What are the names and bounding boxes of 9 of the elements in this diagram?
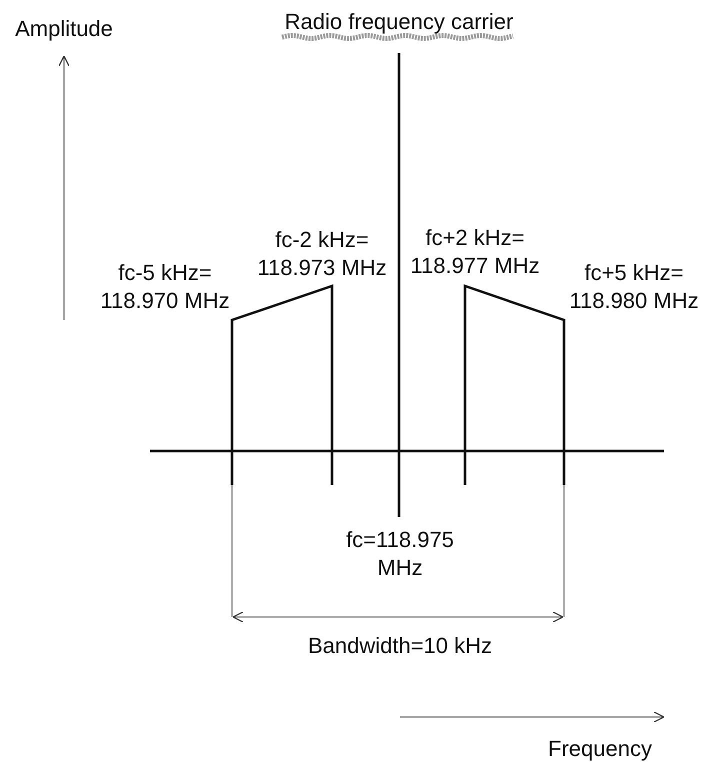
bandwidth-label: Bandwidth=10 kHz xyxy=(306,632,494,660)
sideband-frequency-label: fc-2 kHz= 118.973 MHz xyxy=(256,226,388,282)
sideband-frequency-label: fc+2 kHz= 118.977 MHz xyxy=(409,224,541,280)
sideband-frequency-label: fc-5 kHz= 118.970 MHz xyxy=(99,259,231,315)
carrier-label: Radio frequency carrier xyxy=(284,8,514,36)
carrier-frequency-label: fc=118.975 MHz xyxy=(345,526,455,582)
axis-label: Frequency xyxy=(547,735,653,762)
axis-label: Amplitude xyxy=(14,15,114,43)
sideband-frequency-label: fc+5 kHz= 118.980 MHz xyxy=(568,259,700,315)
